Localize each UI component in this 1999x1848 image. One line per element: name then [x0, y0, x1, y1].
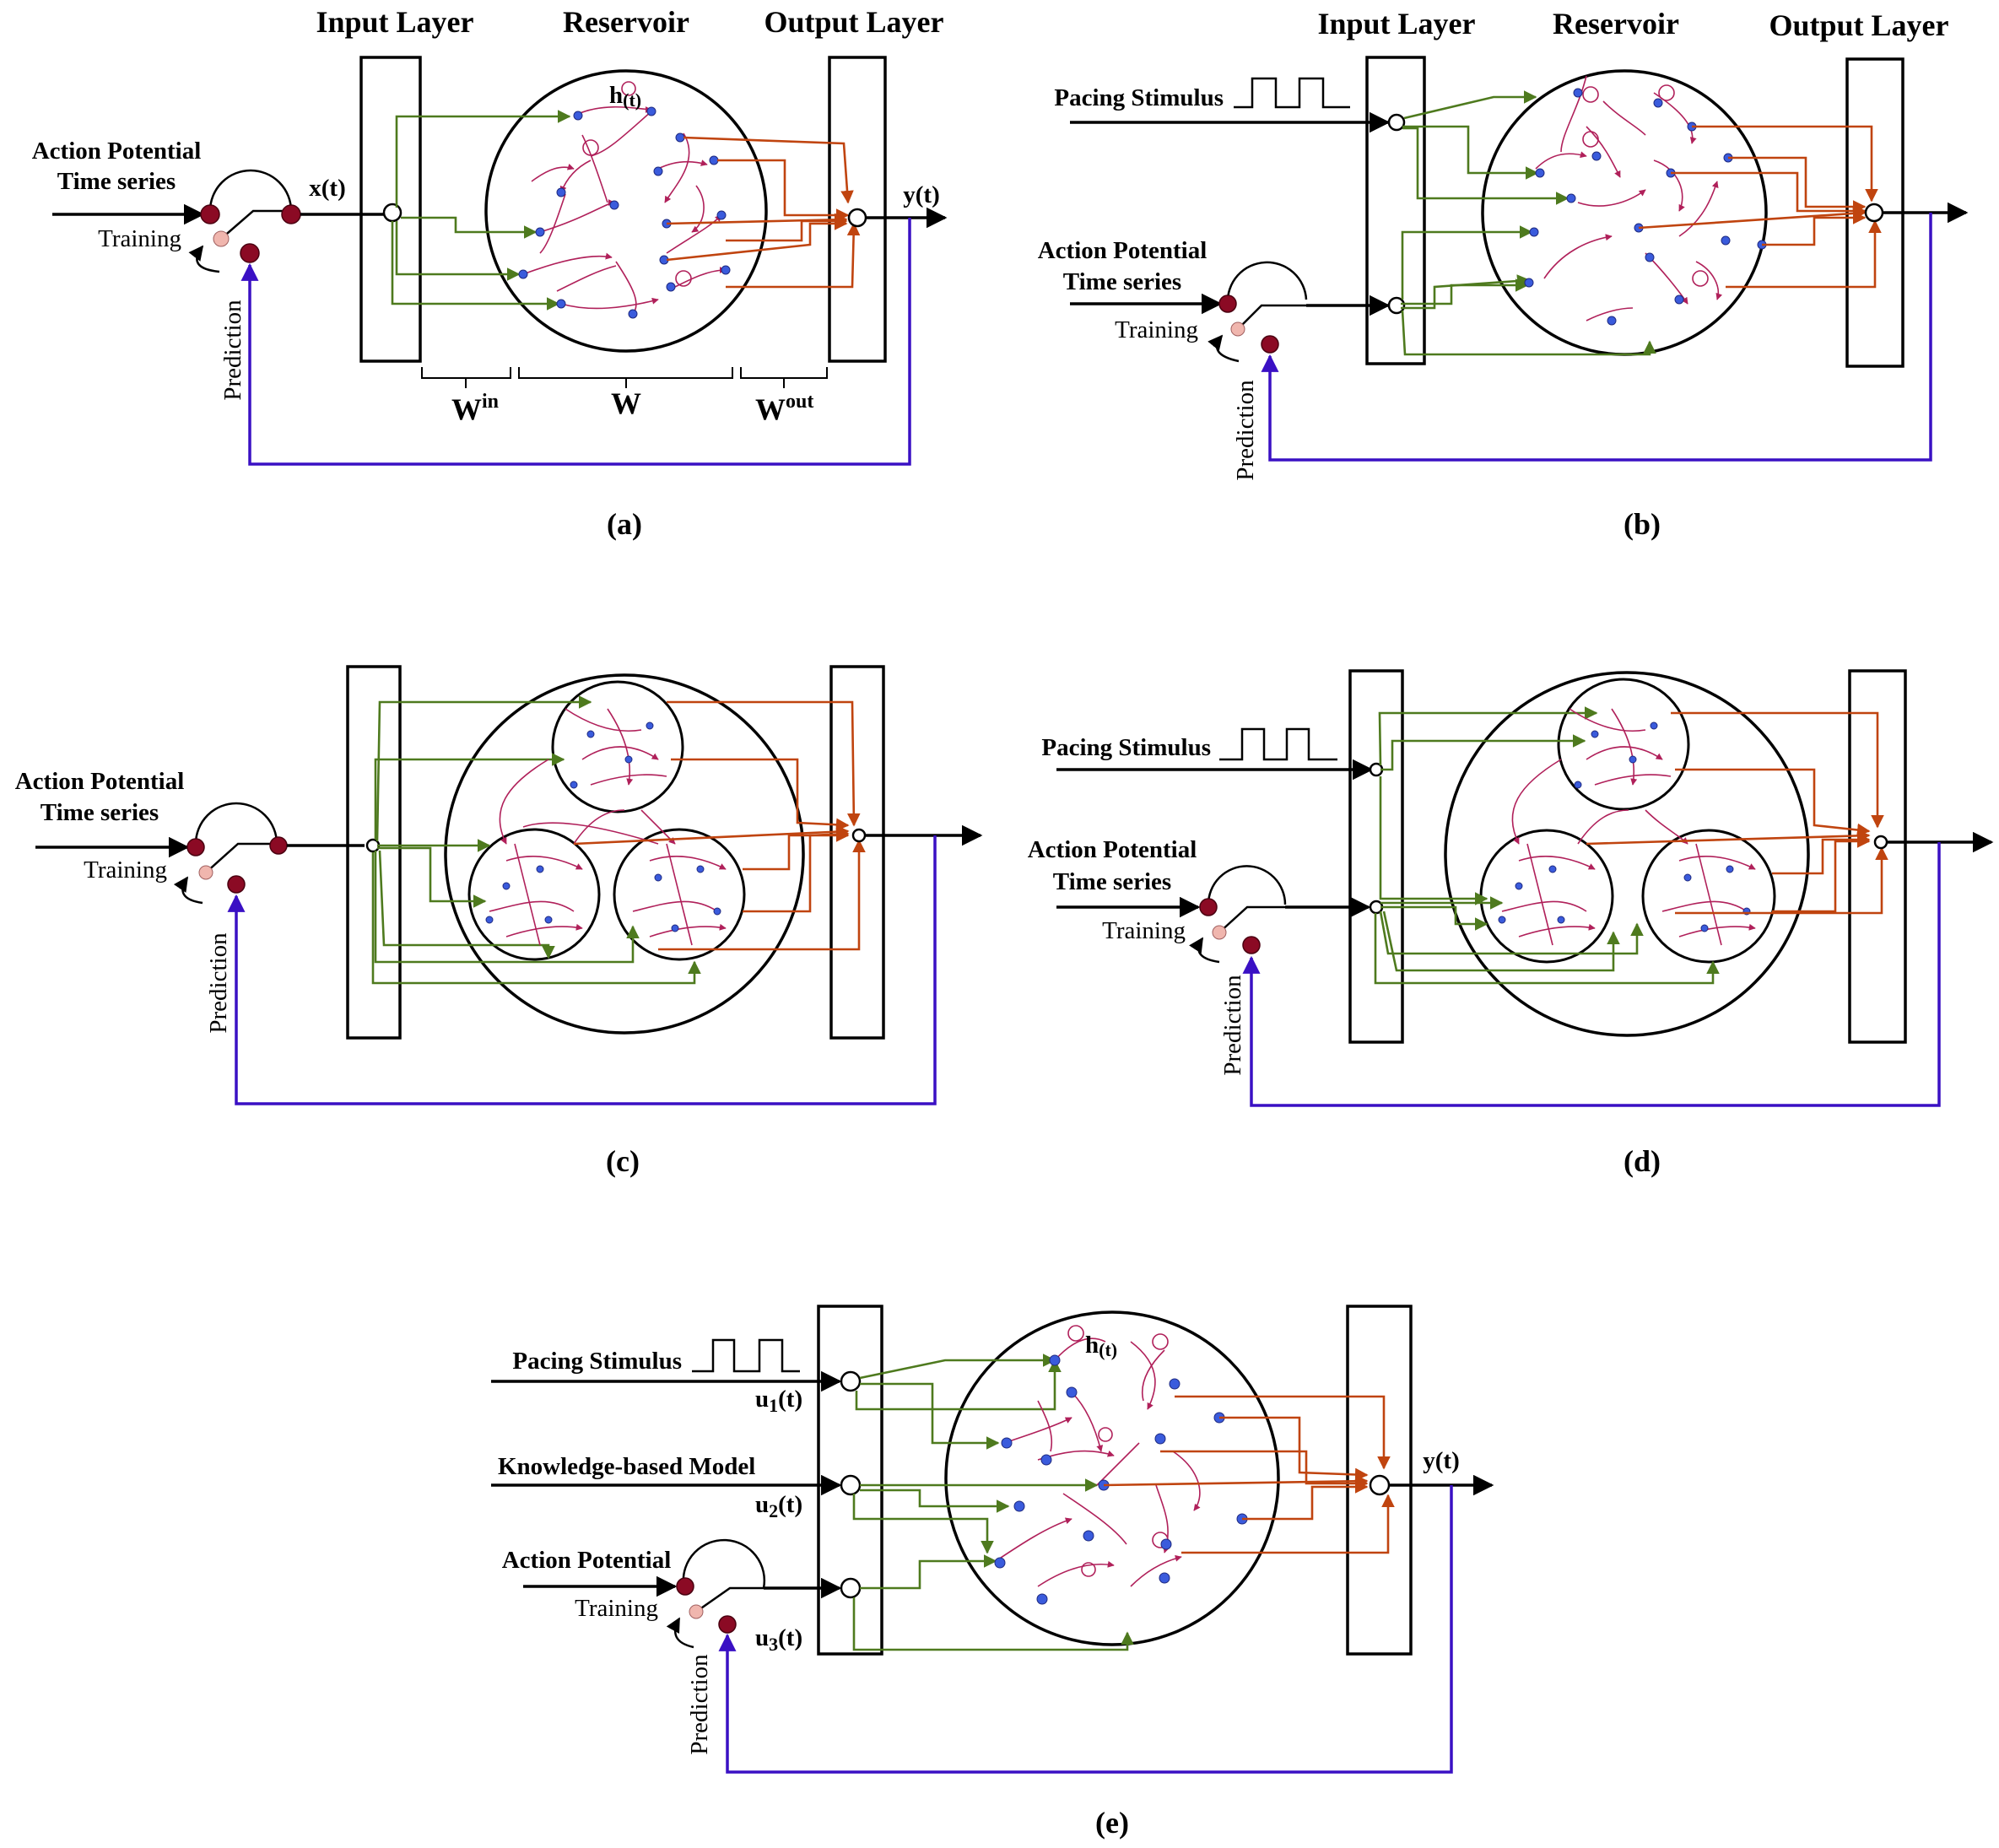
switch-input-node	[200, 204, 220, 224]
prediction-label: Prediction	[1232, 380, 1259, 481]
switch-output-node	[281, 204, 301, 224]
prediction-label: Prediction	[686, 1654, 713, 1755]
y-t-label: y(t)	[1423, 1447, 1459, 1474]
input-layer-box	[346, 665, 402, 1040]
u3-label: u3(t)	[755, 1624, 802, 1655]
knowledge-label: Knowledge-based Model	[498, 1453, 755, 1480]
input-layer-box	[1348, 669, 1404, 1044]
w-label: W	[611, 386, 641, 420]
caption-e: (e)	[1095, 1806, 1129, 1840]
input-layer-box	[1365, 56, 1426, 365]
panel-a: Input Layer Reservoir Output Layer Actio…	[32, 5, 948, 541]
ap-label-line2: Time series	[1053, 868, 1171, 895]
panel-b: Input Layer Reservoir Output Layer Pacin…	[1038, 7, 1969, 541]
panel-d: Pacing Stimulus Action Potential Time se…	[1028, 669, 1994, 1178]
reservoir-heading: Reservoir	[563, 5, 689, 39]
input-layer-box	[359, 56, 422, 363]
prediction-label: Prediction	[219, 300, 246, 401]
w-out-label: Wout	[755, 391, 813, 426]
w-in-label: Win	[451, 391, 499, 426]
switch-training-node	[213, 230, 230, 247]
caption-a: (a)	[607, 507, 642, 541]
training-label: Training	[98, 225, 181, 252]
ap-label-line1: Action Potential	[1028, 836, 1197, 863]
u1-label: u1(t)	[755, 1386, 802, 1416]
sub-reservoir-left	[467, 828, 601, 961]
reservoir-circle	[944, 1310, 1280, 1646]
input-layer-heading: Input Layer	[316, 5, 473, 39]
reservoir-circle	[1481, 69, 1768, 356]
caption-c: (c)	[606, 1144, 640, 1178]
ap-label-line1: Action Potential	[1038, 237, 1208, 264]
ap-label-line2: Time series	[57, 168, 176, 195]
ap-label-line2: Time series	[1063, 268, 1181, 295]
reservoir-network	[1535, 75, 1723, 322]
reservoir-circle	[484, 69, 768, 353]
training-label: Training	[575, 1595, 658, 1622]
sub-reservoir-top	[1557, 678, 1690, 811]
pulse-train-icon	[692, 1338, 800, 1373]
sub-reservoir-networks	[489, 708, 727, 946]
sub-reservoir-networks	[1501, 708, 1756, 946]
reservoir-circle	[1444, 671, 1810, 1037]
ap-label-line1: Action Potential	[15, 768, 185, 795]
training-label: Training	[1102, 917, 1186, 944]
pulse-train-icon	[1219, 727, 1337, 761]
ap-label-line1: Action Potential	[32, 138, 202, 165]
sub-reservoir-left	[1479, 829, 1614, 964]
panel-e: Pacing Stimulus u1(t) Knowledge-based Mo…	[491, 1305, 1494, 1840]
reservoir-circle	[444, 673, 805, 1035]
output-layer-box	[1346, 1305, 1413, 1656]
caption-b: (b)	[1624, 507, 1661, 541]
input-layer-box	[817, 1305, 883, 1656]
output-layer-heading: Output Layer	[1769, 8, 1948, 42]
sub-reservoir-right	[613, 828, 746, 961]
h-t-label: h(t)	[609, 82, 641, 111]
u2-label: u2(t)	[755, 1491, 802, 1521]
h-t-label: h(t)	[1085, 1332, 1117, 1360]
reservoir-heading: Reservoir	[1553, 7, 1679, 41]
sub-reservoir-top	[551, 680, 684, 813]
training-label: Training	[1115, 316, 1198, 343]
pacing-label: Pacing Stimulus	[512, 1348, 682, 1375]
output-node	[847, 208, 867, 228]
x-t-label: x(t)	[309, 175, 345, 202]
prediction-label: Prediction	[1219, 975, 1246, 1076]
pacing-label: Pacing Stimulus	[1054, 84, 1224, 111]
output-layer-box	[829, 665, 885, 1040]
switch-prediction-node	[240, 243, 260, 263]
y-t-label: y(t)	[903, 181, 939, 208]
pulse-train-icon	[1234, 77, 1350, 109]
panel-c: Action Potential Time series Training Pr…	[15, 665, 983, 1178]
prediction-label: Prediction	[205, 932, 232, 1034]
input-node	[382, 203, 403, 223]
training-label: Training	[84, 856, 167, 883]
output-layer-box	[1848, 669, 1907, 1044]
output-layer-box	[828, 56, 887, 363]
action-potential-label: Action Potential	[502, 1547, 672, 1574]
output-layer-heading: Output Layer	[764, 5, 943, 39]
ap-label-line2: Time series	[41, 799, 159, 826]
pacing-label: Pacing Stimulus	[1041, 734, 1211, 761]
input-layer-heading: Input Layer	[1317, 7, 1475, 41]
caption-d: (d)	[1624, 1144, 1661, 1178]
